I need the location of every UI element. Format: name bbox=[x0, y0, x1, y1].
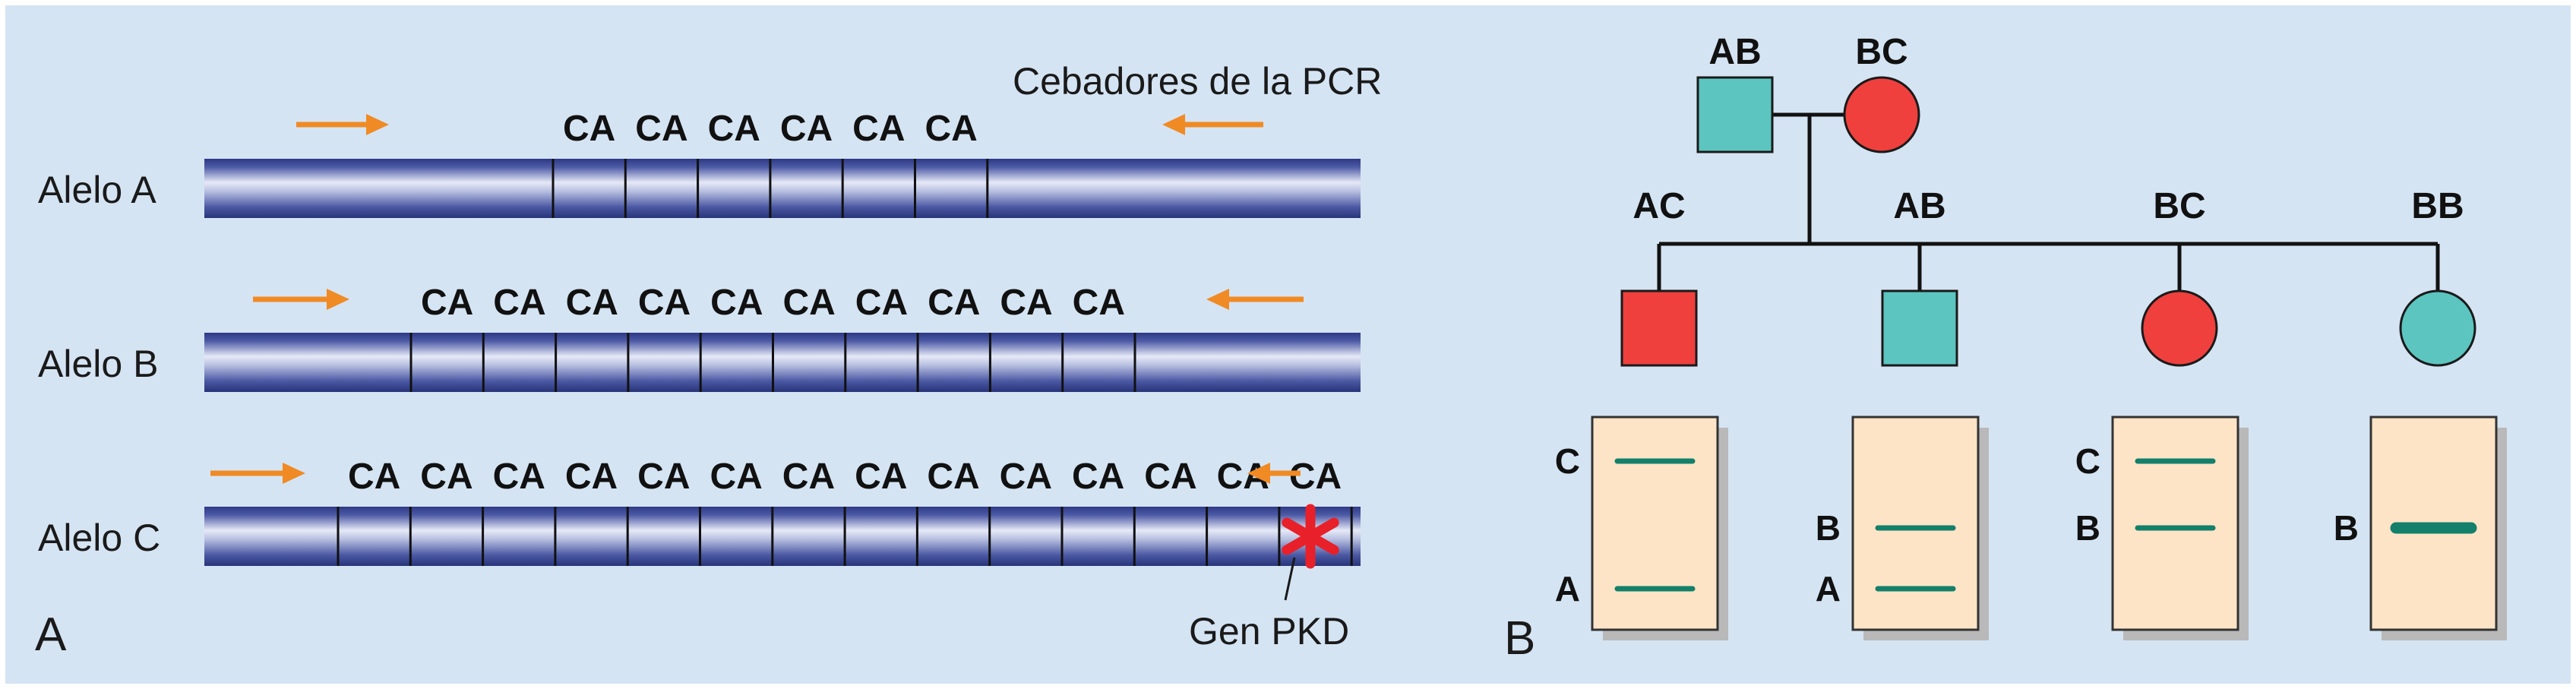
repeat-label: CA bbox=[782, 457, 835, 497]
repeat-label: CA bbox=[493, 457, 545, 497]
mutation-asterisk-icon bbox=[1282, 504, 1339, 569]
repeat-label: CA bbox=[782, 283, 835, 323]
repeat-label: CA bbox=[566, 283, 618, 323]
repeat-label: CA bbox=[638, 283, 691, 323]
repeat-label: CA bbox=[421, 283, 473, 323]
gel-box bbox=[2111, 416, 2239, 631]
father-square bbox=[1696, 76, 1774, 153]
repeat-label: CA bbox=[855, 283, 908, 323]
child-genotype: AC bbox=[1633, 186, 1685, 226]
reverse-primer-arrow bbox=[1162, 114, 1263, 135]
repeat-label: CA bbox=[493, 283, 545, 323]
gel-lane: CA bbox=[1555, 416, 1728, 640]
gel-lane: BA bbox=[1816, 416, 1989, 640]
child-symbols: AC AB BC BB bbox=[1620, 186, 2476, 367]
repeat-label: CA bbox=[925, 109, 977, 149]
band-label: C bbox=[2075, 441, 2100, 481]
dna-strand bbox=[204, 333, 1361, 392]
repeat-label: CA bbox=[420, 457, 473, 497]
repeat-label: CA bbox=[1000, 283, 1052, 323]
parent-genotype: BC bbox=[1855, 32, 1908, 72]
daughter-circle bbox=[2141, 289, 2218, 367]
primers-label: Cebadores de la PCR bbox=[1013, 60, 1382, 103]
gene-pointer-line bbox=[1284, 557, 1296, 601]
gene-label: Gen PKD bbox=[1189, 610, 1349, 653]
panel-a-letter: A bbox=[35, 608, 67, 661]
band-label: B bbox=[2075, 508, 2100, 548]
repeat-label: CA bbox=[1289, 457, 1342, 497]
repeat-label: CA bbox=[1072, 457, 1124, 497]
band-label: A bbox=[1555, 569, 1580, 608]
repeat-label: CA bbox=[855, 457, 907, 497]
allele-rows: Alelo A CA CA CA CA CA CA Alelo B CA CA CA CA CA CA CA… bbox=[38, 109, 1361, 566]
repeat-label: CA bbox=[637, 457, 690, 497]
son-square bbox=[1620, 289, 1698, 367]
parent-symbols: AB BC bbox=[1696, 32, 1920, 153]
repeat-label: CA bbox=[1144, 457, 1196, 497]
parent-genotype: AB bbox=[1708, 32, 1761, 72]
band-label: A bbox=[1816, 569, 1841, 608]
repeat-label: CA bbox=[780, 109, 833, 149]
repeat-label: CA bbox=[710, 457, 762, 497]
repeat-label: CA bbox=[928, 283, 980, 323]
repeat-label: CA bbox=[348, 457, 400, 497]
dna-strand bbox=[204, 159, 1361, 218]
allele-name: Alelo C bbox=[38, 517, 160, 559]
dna-strand bbox=[204, 507, 1361, 566]
allele-name: Alelo A bbox=[38, 169, 156, 211]
band-label: B bbox=[1816, 508, 1841, 548]
child-genotype: BB bbox=[2411, 186, 2464, 226]
forward-primer-arrow bbox=[210, 463, 305, 484]
reverse-primer-arrow bbox=[1206, 289, 1304, 310]
gel-box bbox=[1591, 416, 1719, 631]
allele-row: Alelo B CA CA CA CA CA CA CA CA CA CA bbox=[38, 283, 1361, 392]
repeat-label: CA bbox=[565, 457, 618, 497]
child-genotype: BC bbox=[2153, 186, 2205, 226]
allele-name: Alelo B bbox=[38, 343, 158, 385]
gel-lane: B bbox=[2334, 416, 2507, 640]
repeat-label: CA bbox=[635, 109, 687, 149]
repeat-label: CA bbox=[1000, 457, 1052, 497]
repeat-label: CA bbox=[710, 283, 763, 323]
repeat-label: CA bbox=[927, 457, 979, 497]
mother-circle bbox=[1843, 76, 1920, 153]
repeat-label: CA bbox=[708, 109, 760, 149]
reverse-primer-arrow bbox=[1247, 463, 1301, 484]
repeat-label: CA bbox=[563, 109, 615, 149]
panel-b-letter: B bbox=[1504, 612, 1535, 665]
forward-primer-arrow bbox=[253, 289, 349, 310]
child-genotype: AB bbox=[1893, 186, 1945, 226]
repeat-label: CA bbox=[852, 109, 905, 149]
repeat-label: CA bbox=[1073, 283, 1125, 323]
forward-primer-arrow bbox=[296, 114, 389, 135]
son-square bbox=[1881, 289, 1958, 367]
gel-box bbox=[1851, 416, 1980, 631]
allele-row: Alelo A CA CA CA CA CA CA bbox=[38, 109, 1361, 218]
band-label: B bbox=[2334, 508, 2359, 548]
daughter-circle bbox=[2399, 289, 2476, 367]
band-label: C bbox=[1555, 441, 1580, 481]
gel-lane: CB bbox=[2075, 416, 2249, 640]
